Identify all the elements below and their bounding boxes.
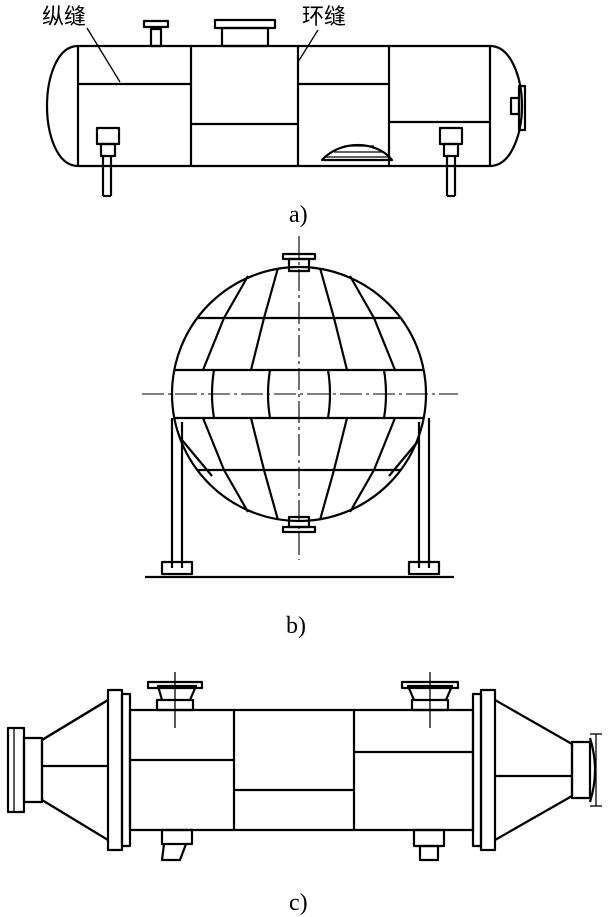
caption-b: b) bbox=[286, 613, 306, 639]
caption-c: c) bbox=[289, 890, 308, 916]
label-longitudinal-seam: 纵缝 bbox=[42, 5, 86, 30]
figure-c-heat-exchanger: c) bbox=[6, 672, 602, 916]
figure-a-horizontal-vessel: 纵缝 环缝 a) bbox=[42, 5, 527, 228]
label-circumferential-seam: 环缝 bbox=[302, 5, 346, 30]
figure-b-spherical-tank: b) bbox=[142, 236, 458, 639]
caption-a: a) bbox=[289, 202, 308, 228]
